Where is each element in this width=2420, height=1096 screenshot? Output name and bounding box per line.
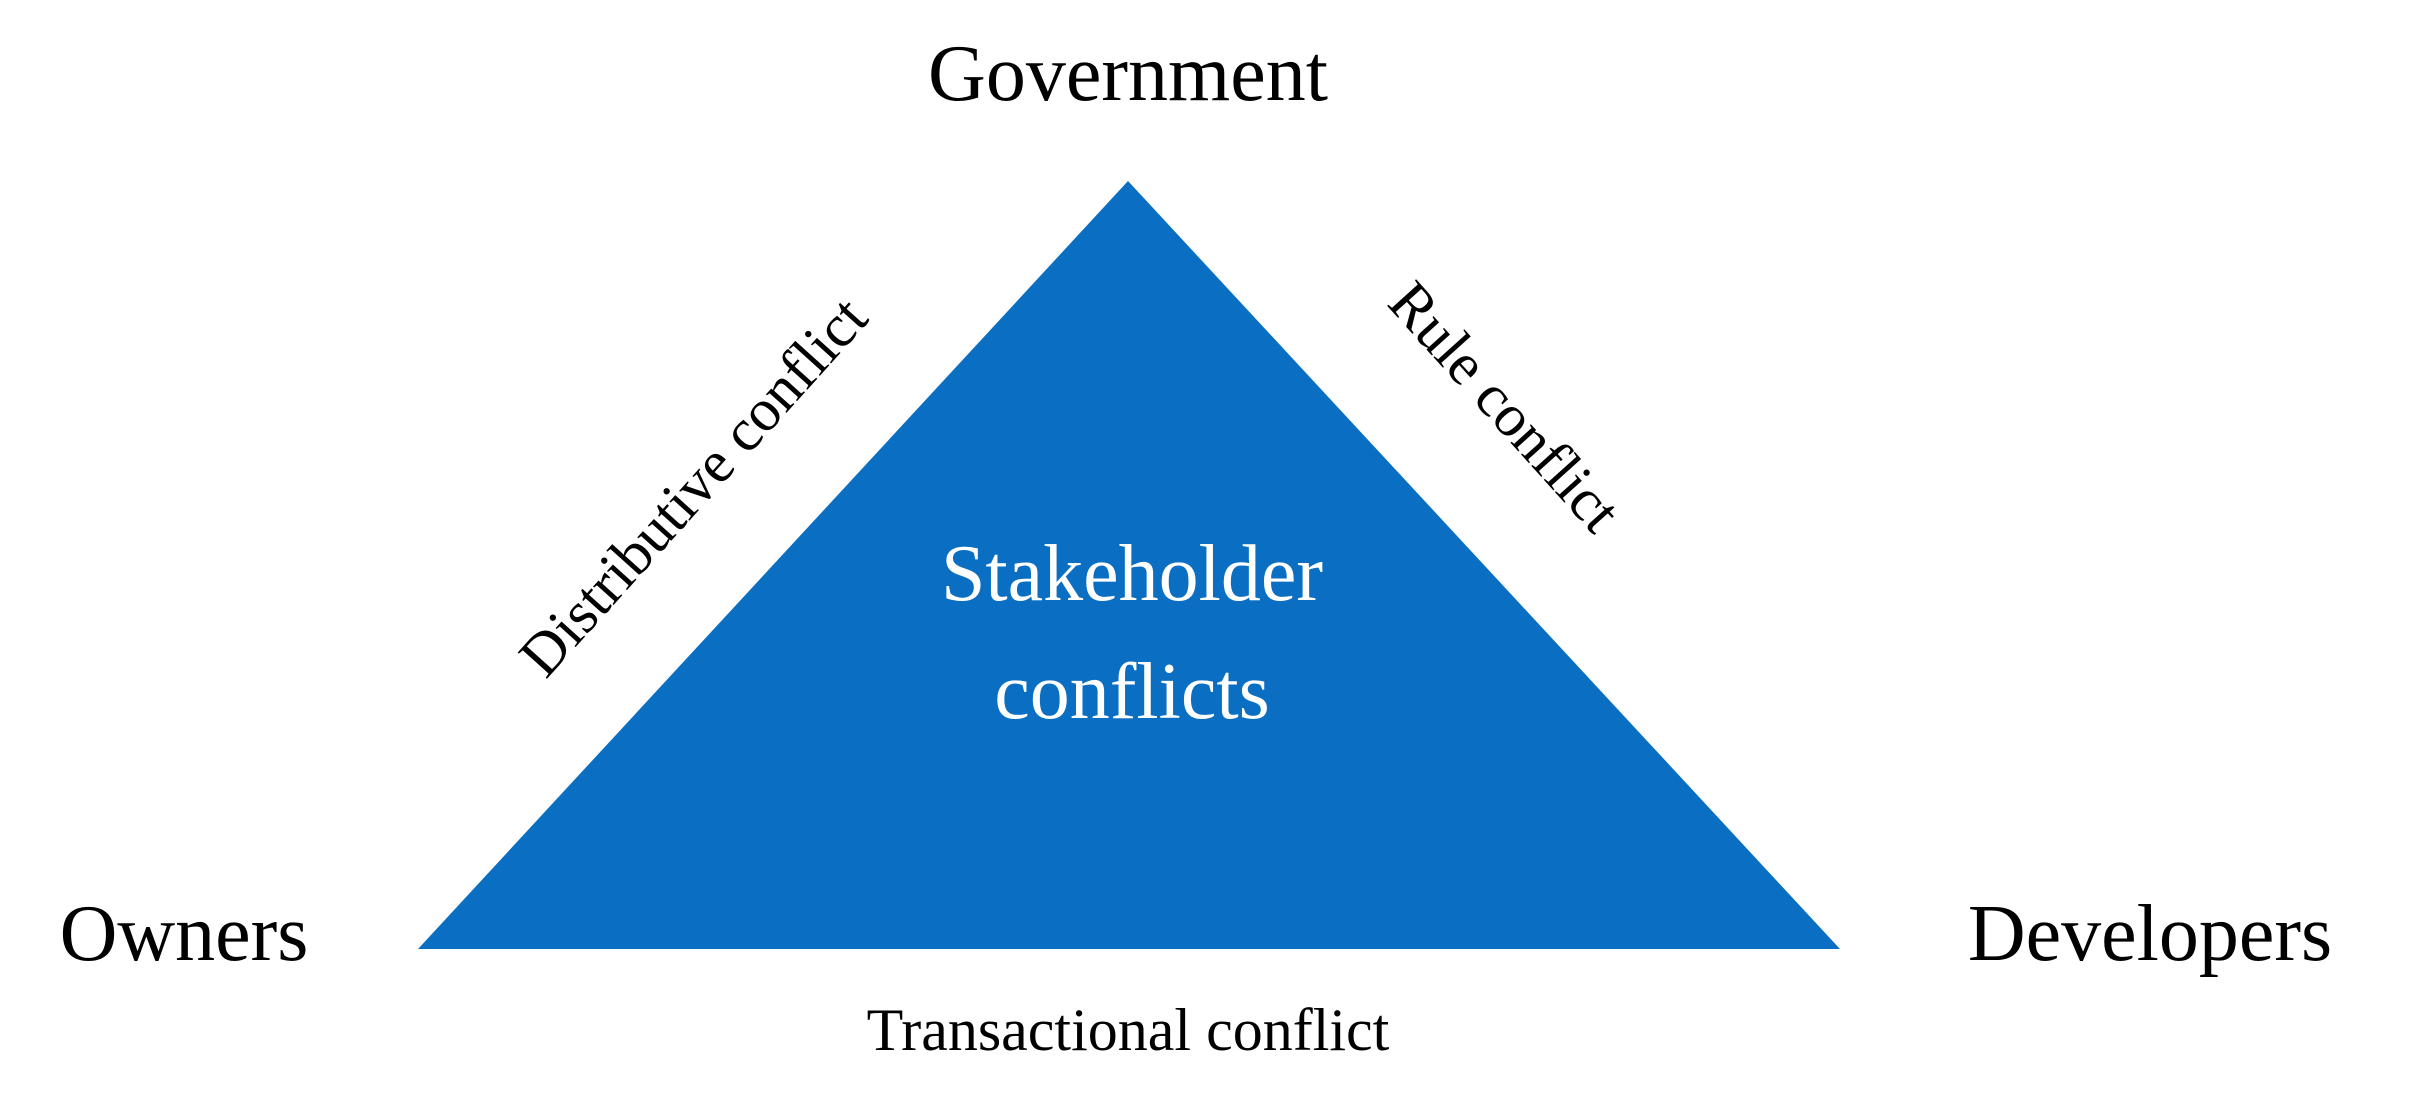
node-government: Government: [928, 30, 1328, 118]
node-owners: Owners: [60, 890, 309, 978]
conflict-triangle: [418, 181, 1840, 949]
node-developers: Developers: [1968, 890, 2332, 978]
center-label-conflicts: conflicts: [994, 648, 1269, 736]
center-label-stakeholder: Stakeholder: [941, 530, 1323, 618]
edge-label-transactional-conflict: Transactional conflict: [867, 997, 1390, 1063]
